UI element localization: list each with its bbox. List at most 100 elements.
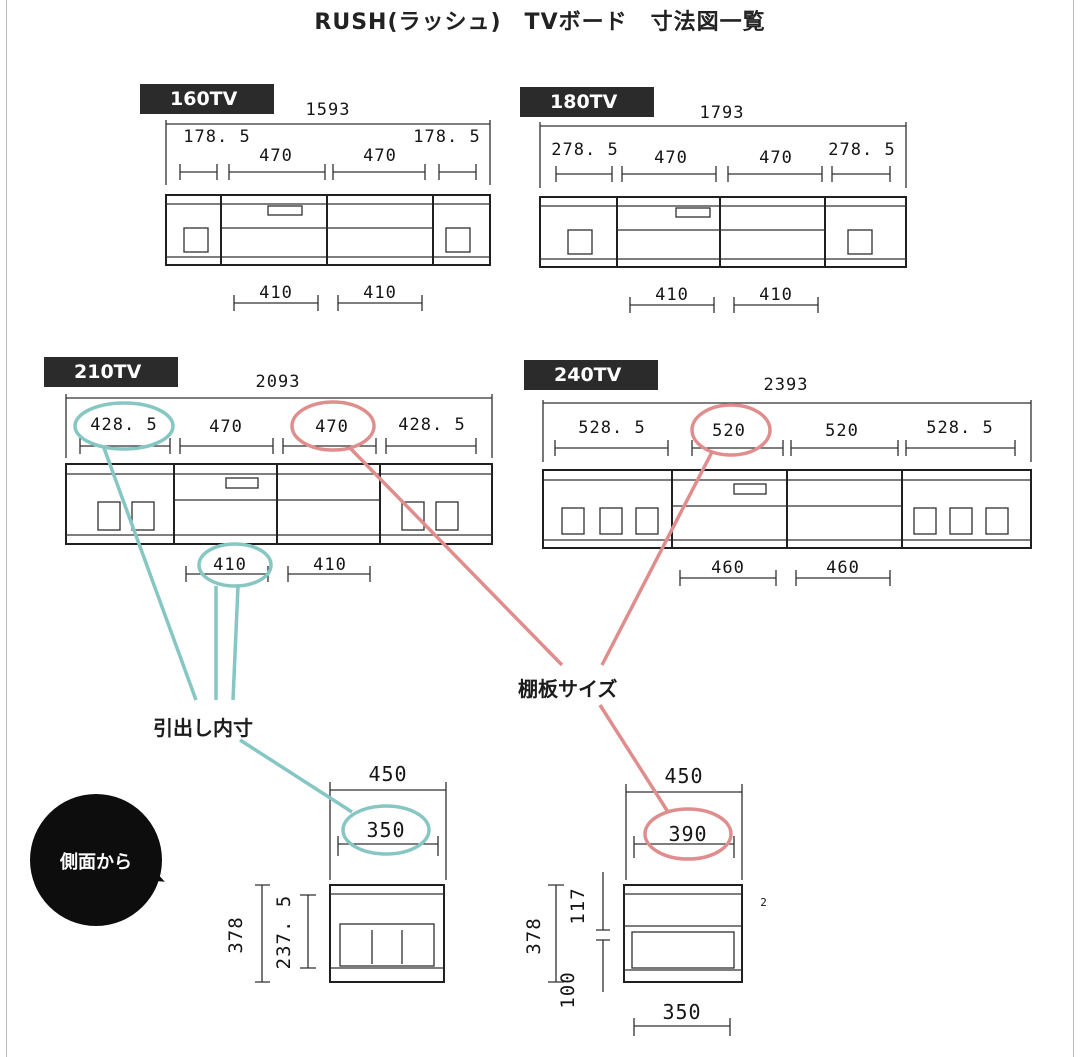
dim-210tv-inner-left: 470 <box>209 417 243 437</box>
dim-180tv-bottom-right: 410 <box>759 285 793 305</box>
side-outline <box>623 884 743 983</box>
dim-line-overall <box>165 120 491 185</box>
shelf-size-markers <box>290 400 772 861</box>
dim-160tv-bottom-left: 410 <box>259 283 293 303</box>
dim-240tv-inner-right: 520 <box>825 421 859 441</box>
board-opening <box>635 507 659 535</box>
pink-leader-line <box>598 704 670 813</box>
side-right-upper: 117 <box>567 887 589 925</box>
side-right-depth: 450 <box>664 764 704 788</box>
dim-210tv-bottom-right: 410 <box>313 555 347 575</box>
dim-line-segments <box>555 166 891 182</box>
overall-width-180tv: 1793 <box>699 103 745 123</box>
dim-160tv-bottom-right: 410 <box>363 283 397 303</box>
side-right-small: 2 <box>760 896 768 909</box>
dim-line-overall <box>542 400 1032 462</box>
dim-180tv-bottom-left: 410 <box>655 285 689 305</box>
dim-180tv-inner-left: 470 <box>654 148 688 168</box>
callout-shelf-size: 棚板サイズ <box>518 677 618 701</box>
board-opening <box>561 507 585 535</box>
pink-leader-line <box>348 446 564 667</box>
side-left-height: 378 <box>225 916 247 954</box>
board-opening <box>985 507 1009 535</box>
board-opening <box>913 507 937 535</box>
dim-line-overall <box>65 394 493 458</box>
model-tag-160tv: 160TV <box>140 84 274 114</box>
model-tag-210tv: 210TV <box>44 357 178 387</box>
board-opening <box>445 227 471 253</box>
board-outline <box>65 463 493 545</box>
side-left-inner: 350 <box>366 818 406 842</box>
model-tag-180tv: 180TV <box>520 87 654 117</box>
teal-leader-line <box>231 585 240 701</box>
dim-line-bottom <box>233 295 423 311</box>
dim-210tv-right: 428. 5 <box>398 415 466 435</box>
board-drawing-210tv <box>65 463 493 545</box>
board-cable-hole <box>225 477 259 489</box>
side-left-depth: 450 <box>368 762 408 786</box>
side-drawer <box>631 931 735 969</box>
board-cable-hole <box>267 205 303 216</box>
dim-240tv-bottom-left: 460 <box>711 558 745 578</box>
board-drawing-180tv <box>539 196 907 268</box>
dim-240tv-inner-left: 520 <box>712 421 746 441</box>
dim-210tv-inner-right: 470 <box>315 417 349 437</box>
side-view-drawing-left <box>255 782 447 983</box>
teal-marker-ellipse <box>341 804 431 856</box>
dim-line-segments <box>79 438 477 454</box>
dim-line-height <box>548 884 564 983</box>
dim-240tv-bottom-right: 460 <box>826 558 860 578</box>
dim-line-inner-height <box>300 894 316 969</box>
board-opening <box>847 229 873 255</box>
side-view-label: 側面から <box>60 852 132 873</box>
board-opening <box>401 501 425 531</box>
model-tag-240tv: 240TV <box>524 360 658 390</box>
callout-drawer-inner: 引出し内寸 <box>153 716 253 740</box>
board-cable-hole <box>733 483 767 495</box>
board-drawing-240tv <box>542 469 1032 549</box>
board-opening <box>949 507 973 535</box>
dim-180tv-right: 278. 5 <box>828 140 896 160</box>
dim-line-parts <box>596 872 610 992</box>
dim-line-bottom <box>629 297 819 313</box>
pink-leader-line <box>600 451 714 666</box>
pink-marker-ellipse <box>690 403 772 457</box>
dim-210tv-bottom-left: 410 <box>213 555 247 575</box>
dim-line-depth <box>625 784 743 880</box>
dim-160tv-right: 178. 5 <box>413 127 481 147</box>
dim-160tv-inner-right: 470 <box>363 146 397 166</box>
side-right-bottom: 350 <box>662 1000 702 1024</box>
drawer-inner-markers <box>73 401 431 856</box>
board-opening <box>435 501 459 531</box>
board-opening <box>183 227 209 253</box>
side-view-drawing-right <box>548 784 743 1036</box>
dim-240tv-left: 528. 5 <box>578 418 646 438</box>
side-right-lower: 100 <box>557 971 579 1009</box>
board-opening <box>599 507 623 535</box>
dim-line-height <box>255 884 270 983</box>
teal-leader-line <box>239 738 353 814</box>
side-view-bubble <box>30 794 162 926</box>
overall-width-210tv: 2093 <box>255 372 301 392</box>
board-opening <box>97 501 121 531</box>
side-outline <box>329 884 445 983</box>
pink-marker-ellipse <box>643 807 733 861</box>
dim-line-segments <box>179 164 477 180</box>
board-opening <box>131 501 155 531</box>
dim-line-overall <box>539 122 907 188</box>
teal-marker-ellipse <box>73 401 175 451</box>
board-outline <box>539 196 907 268</box>
overall-width-240tv: 2393 <box>763 375 809 395</box>
board-cable-hole <box>675 207 711 218</box>
dim-line-bottom <box>633 1018 731 1036</box>
side-left-inner-height: 237. 5 <box>273 894 295 970</box>
board-drawing-160tv <box>165 194 491 266</box>
right-border-rule <box>1073 0 1074 1057</box>
side-drawer <box>339 923 435 967</box>
pink-marker-ellipse <box>290 400 376 452</box>
board-opening <box>567 229 593 255</box>
teal-leader-line <box>102 447 198 701</box>
dim-line-bottom <box>679 570 891 586</box>
